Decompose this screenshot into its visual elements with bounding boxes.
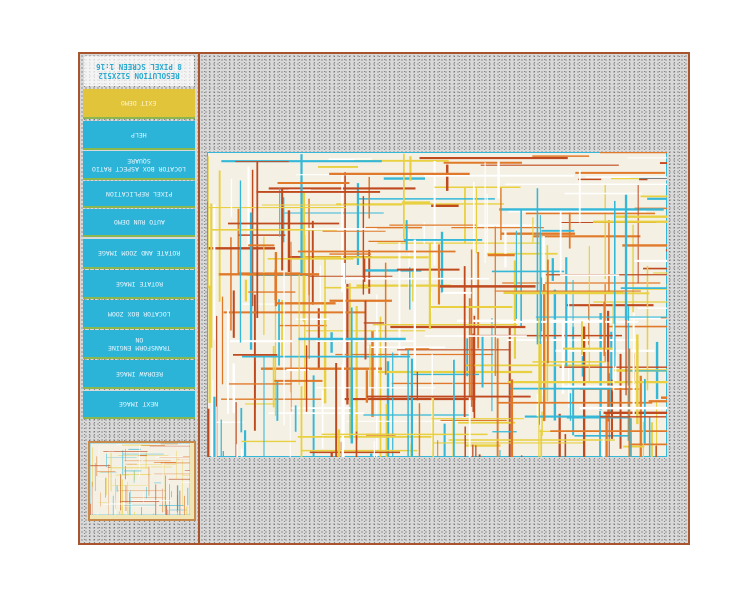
menu-item-label: LOCATOR BOX ZOOM	[107, 309, 171, 318]
menu-item-text: PIXEL REPLICATION	[106, 190, 173, 198]
menu-item-text: EXIT DEMO	[121, 99, 156, 107]
menu-item-text: ROTATE IMAGE	[116, 280, 163, 288]
menu-item-label: ROTATE IMAGE	[115, 279, 163, 288]
menu-item-label: NEXT IMAGE	[119, 400, 159, 408]
menu-item-text: REDRAW IMAGE	[116, 370, 163, 378]
resolution-header: RESOLUTION 512X512 8 PIXEL SCREEN 1:16	[84, 56, 194, 86]
menu-item-label: EXIT DEMO	[121, 99, 157, 107]
menu-item-text: ROTATE AND ZOOM IMAGE	[98, 249, 180, 257]
menu-item-label: HELP	[131, 130, 147, 139]
menu-item-text: NEXT IMAGE	[119, 400, 158, 408]
menu-item-label: PIXEL REPLICATION	[105, 189, 173, 198]
menu-item-label: REDRAW IMAGE	[115, 369, 163, 378]
thumbnail-image	[89, 442, 191, 516]
menu-item-pixel-replication[interactable]: PIXEL REPLICATION	[83, 181, 195, 208]
circuit-layout-image[interactable]	[207, 152, 667, 457]
menu-item-locator-box-zoom[interactable]: LOCATOR BOX ZOOM	[83, 300, 195, 329]
menu-item-help[interactable]: HELP	[83, 121, 195, 150]
menu-item-label: ROTATE AND ZOOM IMAGE	[97, 249, 181, 257]
header-line-2: 8 PIXEL SCREEN 1:16	[96, 62, 182, 71]
menu-item-auto-run-demo[interactable]: AUTO RUN DEMO	[83, 209, 195, 237]
header-line-1: RESOLUTION 512X512	[98, 71, 180, 80]
menu-item-text: AUTO RUN DEMO	[114, 218, 165, 226]
menu-item-redraw-image[interactable]: REDRAW IMAGE	[83, 360, 195, 389]
thumbnail-preview[interactable]	[88, 441, 196, 521]
menu-item-label: AUTO RUN DEMO	[113, 218, 165, 226]
display-screen: RESOLUTION 512X512 8 PIXEL SCREEN 1:16 E…	[78, 52, 690, 545]
menu-item-label: TRANSFORM ENGINE	[107, 343, 171, 352]
menu-item-text: HELP	[131, 131, 147, 139]
menu-item-rotate-and-zoom-image[interactable]: ROTATE AND ZOOM IMAGE	[83, 239, 195, 269]
menu-item-sublabel: SQUARE	[127, 156, 151, 165]
menu-item-text: LOCATOR BOX ZOOM	[108, 310, 171, 318]
menu-sidebar: RESOLUTION 512X512 8 PIXEL SCREEN 1:16 E…	[80, 54, 200, 543]
menu-item-next-image[interactable]: NEXT IMAGE	[83, 391, 195, 419]
menu-item-label: LOCATOR BOX ASPECT RATIO	[92, 164, 186, 173]
menu-item-sublabel: ON	[135, 335, 143, 344]
menu-item-rotate-image[interactable]: ROTATE IMAGE	[83, 270, 195, 299]
menu-item-exit-demo[interactable]: EXIT DEMO	[83, 89, 195, 119]
